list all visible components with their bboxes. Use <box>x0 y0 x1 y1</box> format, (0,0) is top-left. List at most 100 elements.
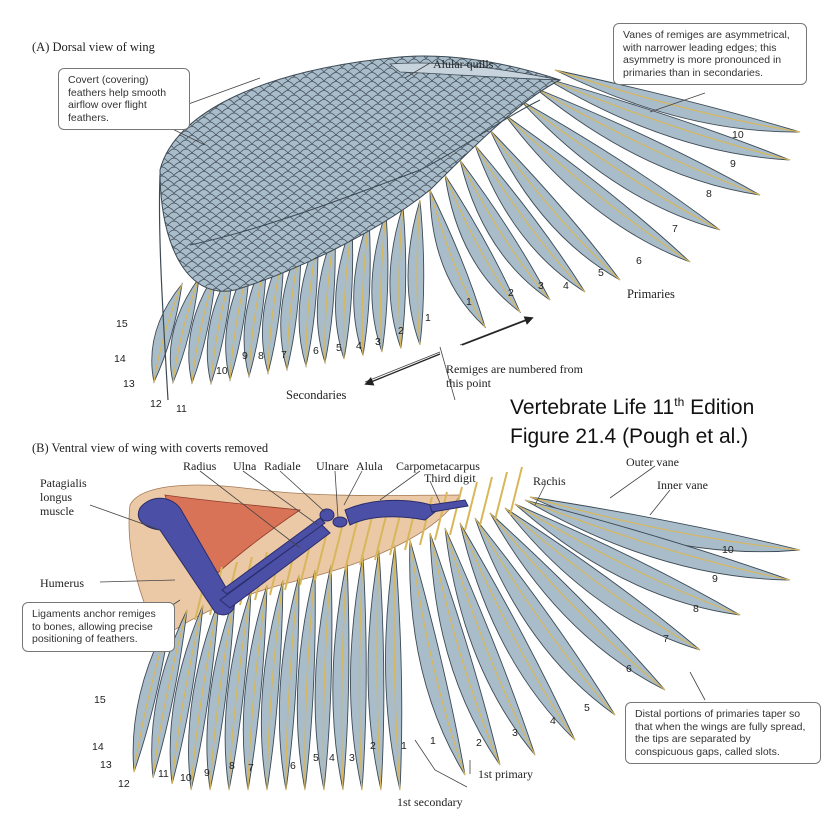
dorsal-primary-9-rachis <box>544 77 791 161</box>
ventral-primary-number-3: 3 <box>512 727 518 739</box>
dorsal-primary-5-rachis <box>489 129 621 281</box>
arrow-toward-secondaries <box>364 353 441 386</box>
dorsal-primary-1-rachis <box>429 189 486 328</box>
dorsal-primary-2-rachis <box>444 174 521 313</box>
label-third-digit: Third digit <box>424 471 476 485</box>
callout-slots: Distal portions of primaries taper so th… <box>625 702 821 764</box>
ventral-secondary-number-2: 2 <box>370 740 376 752</box>
ventral-primary-2-rachis <box>429 532 501 766</box>
label-ulnare: Ulnare <box>316 459 349 473</box>
ventral-primary-10-rachis <box>529 496 801 551</box>
dorsal-secondary-number-2: 2 <box>398 325 404 337</box>
dorsal-primary-4-rachis <box>474 144 586 293</box>
third-digit-bone <box>429 499 469 513</box>
ventral-secondary-number-11: 11 <box>158 768 169 780</box>
ulnare-bone <box>332 516 348 528</box>
carpometacarpus-bone <box>344 499 441 526</box>
quill-base-18 <box>449 486 463 536</box>
label-rachis: Rachis <box>533 474 566 488</box>
dorsal-primary-number-10: 10 <box>732 129 744 141</box>
dorsal-secondary-3-rachis <box>379 211 387 353</box>
quill-base-13 <box>374 511 388 561</box>
dorsal-secondary-number-13: 13 <box>123 378 135 390</box>
credit-line-2: Figure 21.4 (Pough et al.) <box>510 425 749 448</box>
dorsal-primary-number-4: 4 <box>563 280 569 292</box>
dorsal-secondary-number-4: 4 <box>356 340 362 352</box>
ventral-primaries <box>409 496 801 776</box>
quill-base-17 <box>434 491 448 541</box>
label-1st-primary: 1st primary <box>478 767 533 781</box>
quill-base-21 <box>494 471 508 521</box>
ventral-primary-number-4: 4 <box>550 715 556 727</box>
label-ulna: Ulna <box>233 459 257 473</box>
dorsal-primary-number-6: 6 <box>636 255 642 267</box>
ventral-primary-5-rachis <box>474 517 616 716</box>
dorsal-secondary-number-9: 9 <box>242 350 248 362</box>
dorsal-primary-number-7: 7 <box>672 223 678 235</box>
dorsal-primaries <box>429 69 801 329</box>
dorsal-secondary-number-14: 14 <box>114 353 126 365</box>
ventral-secondary-number-10: 10 <box>180 772 192 784</box>
dorsal-secondary-14-rachis <box>172 277 200 383</box>
wing-bones <box>137 497 469 616</box>
ventral-secondary-6-rachis <box>304 569 316 791</box>
dorsal-secondary-number-1: 1 <box>425 312 431 324</box>
dorsal-primary-8-rachis <box>534 87 761 196</box>
dorsal-primary-number-9: 9 <box>730 158 736 170</box>
ventral-secondary-number-5: 5 <box>313 752 319 764</box>
dorsal-primary-10-rachis <box>554 69 801 133</box>
ventral-secondary-1 <box>385 544 403 791</box>
ventral-primary-1-rachis <box>409 539 466 776</box>
quill-base-9 <box>314 531 328 581</box>
callout-vane-asymmetry: Vanes of remiges are asymmetrical, with … <box>613 23 807 85</box>
ventral-secondary-8-rachis <box>266 579 284 791</box>
ventral-secondary-5-rachis <box>322 564 332 791</box>
dorsal-leading-edge <box>158 174 169 401</box>
dorsal-secondary-number-3: 3 <box>375 336 381 348</box>
ventral-primary-number-1: 1 <box>430 735 436 747</box>
dorsal-primary-number-2: 2 <box>508 287 514 299</box>
arrow-toward-primaries <box>461 316 534 346</box>
ventral-secondary-7-rachis <box>285 574 300 791</box>
dorsal-secondaries <box>151 199 425 386</box>
dorsal-secondary-number-10: 10 <box>216 365 228 377</box>
ventral-secondary-13-rachis <box>171 604 204 785</box>
dorsal-secondary-number-8: 8 <box>258 350 264 362</box>
dorsal-secondary-number-12: 12 <box>150 398 162 410</box>
quill-base-19 <box>464 481 478 531</box>
label-secondaries: Secondaries <box>286 388 347 402</box>
label-1st-secondary: 1st secondary <box>397 795 463 809</box>
ventral-primary-4-rachis <box>459 522 576 741</box>
panel-a-title: (A) Dorsal view of wing <box>32 40 155 54</box>
label-radiale: Radiale <box>264 459 301 473</box>
quill-base-10 <box>329 526 343 576</box>
dorsal-wing <box>151 55 801 401</box>
ventral-secondary-9-rachis <box>247 584 268 791</box>
dorsal-covert-mass <box>159 55 562 292</box>
label-alula: Alula <box>356 459 383 473</box>
ventral-secondary-number-8: 8 <box>229 760 235 772</box>
dorsal-secondary-4-rachis <box>361 217 370 356</box>
dorsal-secondary-number-11: 11 <box>176 403 187 415</box>
radiale-bone <box>319 508 335 522</box>
ventral-secondary-4-rachis <box>340 559 348 791</box>
label-carpometacarpus: Carpometacarpus <box>396 459 480 473</box>
ventral-primary-9-rachis <box>524 499 791 581</box>
ventral-secondary-12-rachis <box>190 599 220 791</box>
callout-coverts: Covert (covering) feathers help smooth a… <box>58 68 190 130</box>
label-alular-quills: Alular quills <box>433 57 494 71</box>
radius-bone <box>221 517 326 595</box>
ventral-secondaries <box>132 544 403 791</box>
ventral-primary-6-rachis <box>489 512 666 691</box>
ventral-secondary-14-rachis <box>152 609 188 779</box>
dorsal-primary-number-5: 5 <box>598 267 604 279</box>
label-humerus: Humerus <box>40 576 84 590</box>
ventral-secondary-4 <box>332 559 350 791</box>
label-patagialis-longus-muscle: Patagialis longus muscle <box>40 476 87 518</box>
dorsal-secondary-number-5: 5 <box>336 342 342 354</box>
ventral-secondary-number-3: 3 <box>349 752 355 764</box>
dorsal-secondary-number-6: 6 <box>313 345 319 357</box>
ventral-primary-number-6: 6 <box>626 663 632 675</box>
